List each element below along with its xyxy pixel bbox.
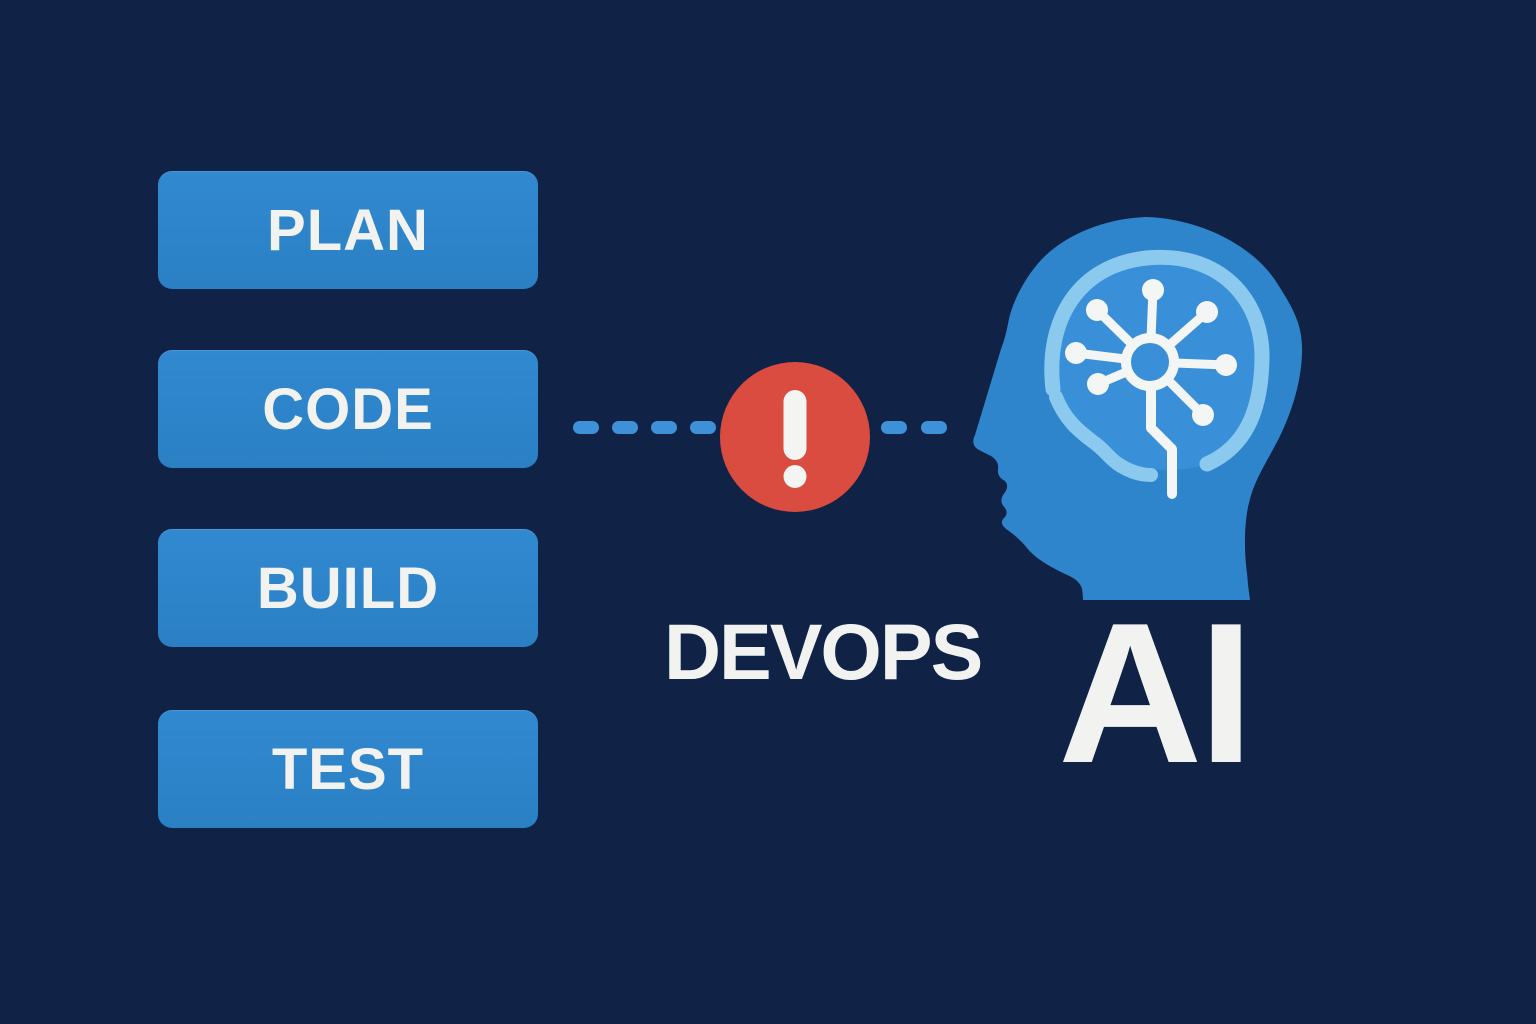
exclamation-bar — [783, 390, 807, 460]
dash — [651, 421, 677, 434]
brain-stem-squiggle — [1049, 390, 1158, 482]
exclamation-dot — [783, 465, 807, 488]
alert-icon — [720, 362, 870, 512]
stage-box-plan: PLAN — [158, 171, 538, 289]
dash — [612, 421, 638, 434]
brain-outline-icon — [1044, 249, 1270, 472]
stage-box-code: CODE — [158, 350, 538, 468]
dash — [921, 421, 947, 434]
stage-label-build: BUILD — [256, 555, 440, 621]
neural-network-icon — [1065, 279, 1237, 499]
dash — [690, 421, 716, 434]
dashed-connector-right — [881, 421, 947, 434]
stage-box-build: BUILD — [158, 529, 538, 647]
stage-label-plan: PLAN — [267, 197, 429, 263]
ai-caption: AI — [1058, 582, 1254, 805]
dashed-connector-left — [573, 421, 716, 434]
dash — [881, 421, 907, 434]
dash — [573, 421, 599, 434]
ai-head-profile-icon — [973, 217, 1303, 600]
stage-box-test: TEST — [158, 710, 538, 828]
stage-label-test: TEST — [271, 736, 425, 802]
devops-caption: DEVOPS — [664, 607, 983, 696]
stage-label-code: CODE — [262, 376, 434, 442]
